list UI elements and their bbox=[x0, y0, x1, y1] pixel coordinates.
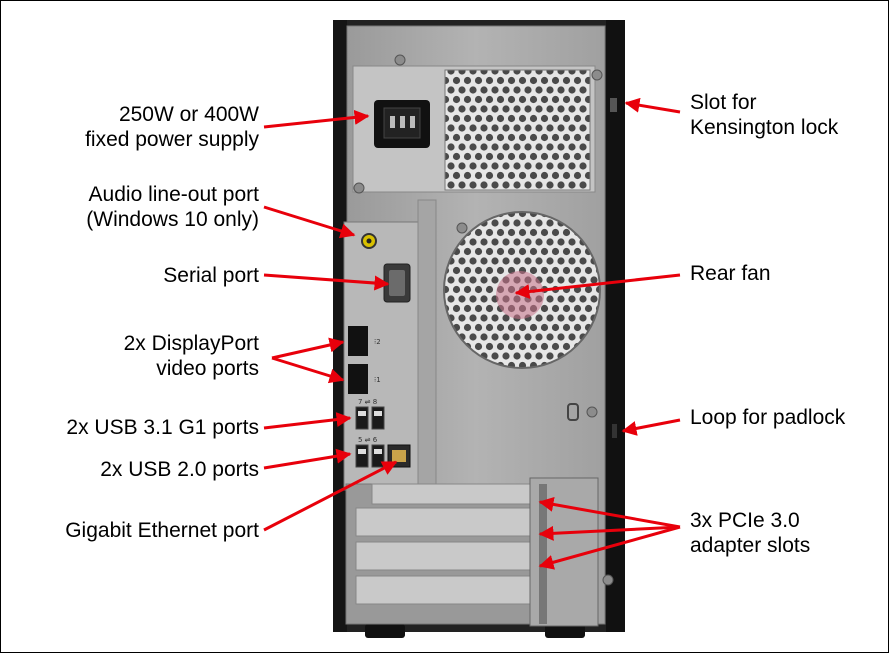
arrow-ethernet bbox=[263, 460, 398, 532]
rear-fan bbox=[443, 211, 601, 369]
feet bbox=[365, 624, 585, 638]
arrow-audio bbox=[263, 205, 356, 239]
label-kensington: Slot for Kensington lock bbox=[690, 90, 838, 140]
label-rear-fan: Rear fan bbox=[690, 261, 771, 286]
io-panel: ⁝2 ⁝1 7 ⇌ 8 5 ⇌ 6 bbox=[343, 199, 437, 491]
label-power-supply: 250W or 400W fixed power supply bbox=[85, 102, 259, 152]
arrow-pcie-1 bbox=[538, 496, 681, 529]
arrow-displayport-1 bbox=[271, 356, 345, 384]
arrow-usb31 bbox=[263, 412, 352, 430]
arrow-serial bbox=[263, 273, 390, 291]
label-usb20-text: 2x USB 2.0 ports bbox=[100, 458, 259, 481]
label-audio-line2: (Windows 10 only) bbox=[86, 208, 259, 231]
label-usb31-text: 2x USB 3.1 G1 ports bbox=[66, 416, 259, 439]
arrow-displayport-2 bbox=[271, 337, 345, 360]
label-serial-text: Serial port bbox=[163, 264, 259, 287]
label-kensington-line2: Kensington lock bbox=[690, 116, 839, 139]
label-usb20: 2x USB 2.0 ports bbox=[100, 457, 259, 482]
label-ethernet-text: Gigabit Ethernet port bbox=[65, 519, 259, 542]
label-power-supply-line1: 250W or 400W bbox=[118, 103, 259, 126]
label-pcie: 3x PCIe 3.0 adapter slots bbox=[690, 508, 810, 558]
label-displayport-line2: video ports bbox=[156, 357, 259, 380]
label-serial: Serial port bbox=[163, 263, 259, 288]
label-audio-line1: Audio line-out port bbox=[88, 183, 259, 206]
pcie-slots bbox=[345, 477, 614, 627]
arrow-pcie-2 bbox=[538, 525, 681, 541]
dp1-mark: ⁝1 bbox=[374, 376, 381, 384]
usb-bottom-mark: 5 ⇌ 6 bbox=[358, 436, 378, 444]
power-supply bbox=[352, 54, 596, 194]
label-pcie-line2: adapter slots bbox=[690, 534, 811, 557]
label-ethernet: Gigabit Ethernet port bbox=[65, 518, 259, 543]
label-padlock: Loop for padlock bbox=[690, 405, 845, 430]
arrow-rear-fan bbox=[514, 273, 681, 299]
label-audio: Audio line-out port (Windows 10 only) bbox=[86, 182, 259, 232]
label-pcie-line1: 3x PCIe 3.0 bbox=[690, 509, 800, 532]
dp2-mark: ⁝2 bbox=[374, 338, 381, 346]
label-padlock-text: Loop for padlock bbox=[690, 406, 846, 429]
arrow-pcie-3 bbox=[538, 525, 681, 570]
kensington-slot bbox=[591, 69, 617, 112]
label-rear-fan-text: Rear fan bbox=[690, 262, 771, 285]
padlock-loop bbox=[567, 403, 617, 438]
arrow-padlock bbox=[621, 418, 681, 436]
usb-top-mark: 7 ⇌ 8 bbox=[358, 398, 377, 406]
label-usb31: 2x USB 3.1 G1 ports bbox=[66, 415, 259, 440]
label-displayport: 2x DisplayPort video ports bbox=[124, 331, 259, 381]
arrow-kensington bbox=[624, 97, 681, 114]
callout-arrows bbox=[263, 97, 681, 570]
arrow-usb20 bbox=[263, 448, 352, 470]
label-power-supply-line2: fixed power supply bbox=[85, 128, 259, 151]
label-kensington-line1: Slot for bbox=[690, 91, 757, 114]
label-displayport-line1: 2x DisplayPort bbox=[123, 332, 259, 355]
arrow-power-supply bbox=[263, 109, 370, 129]
